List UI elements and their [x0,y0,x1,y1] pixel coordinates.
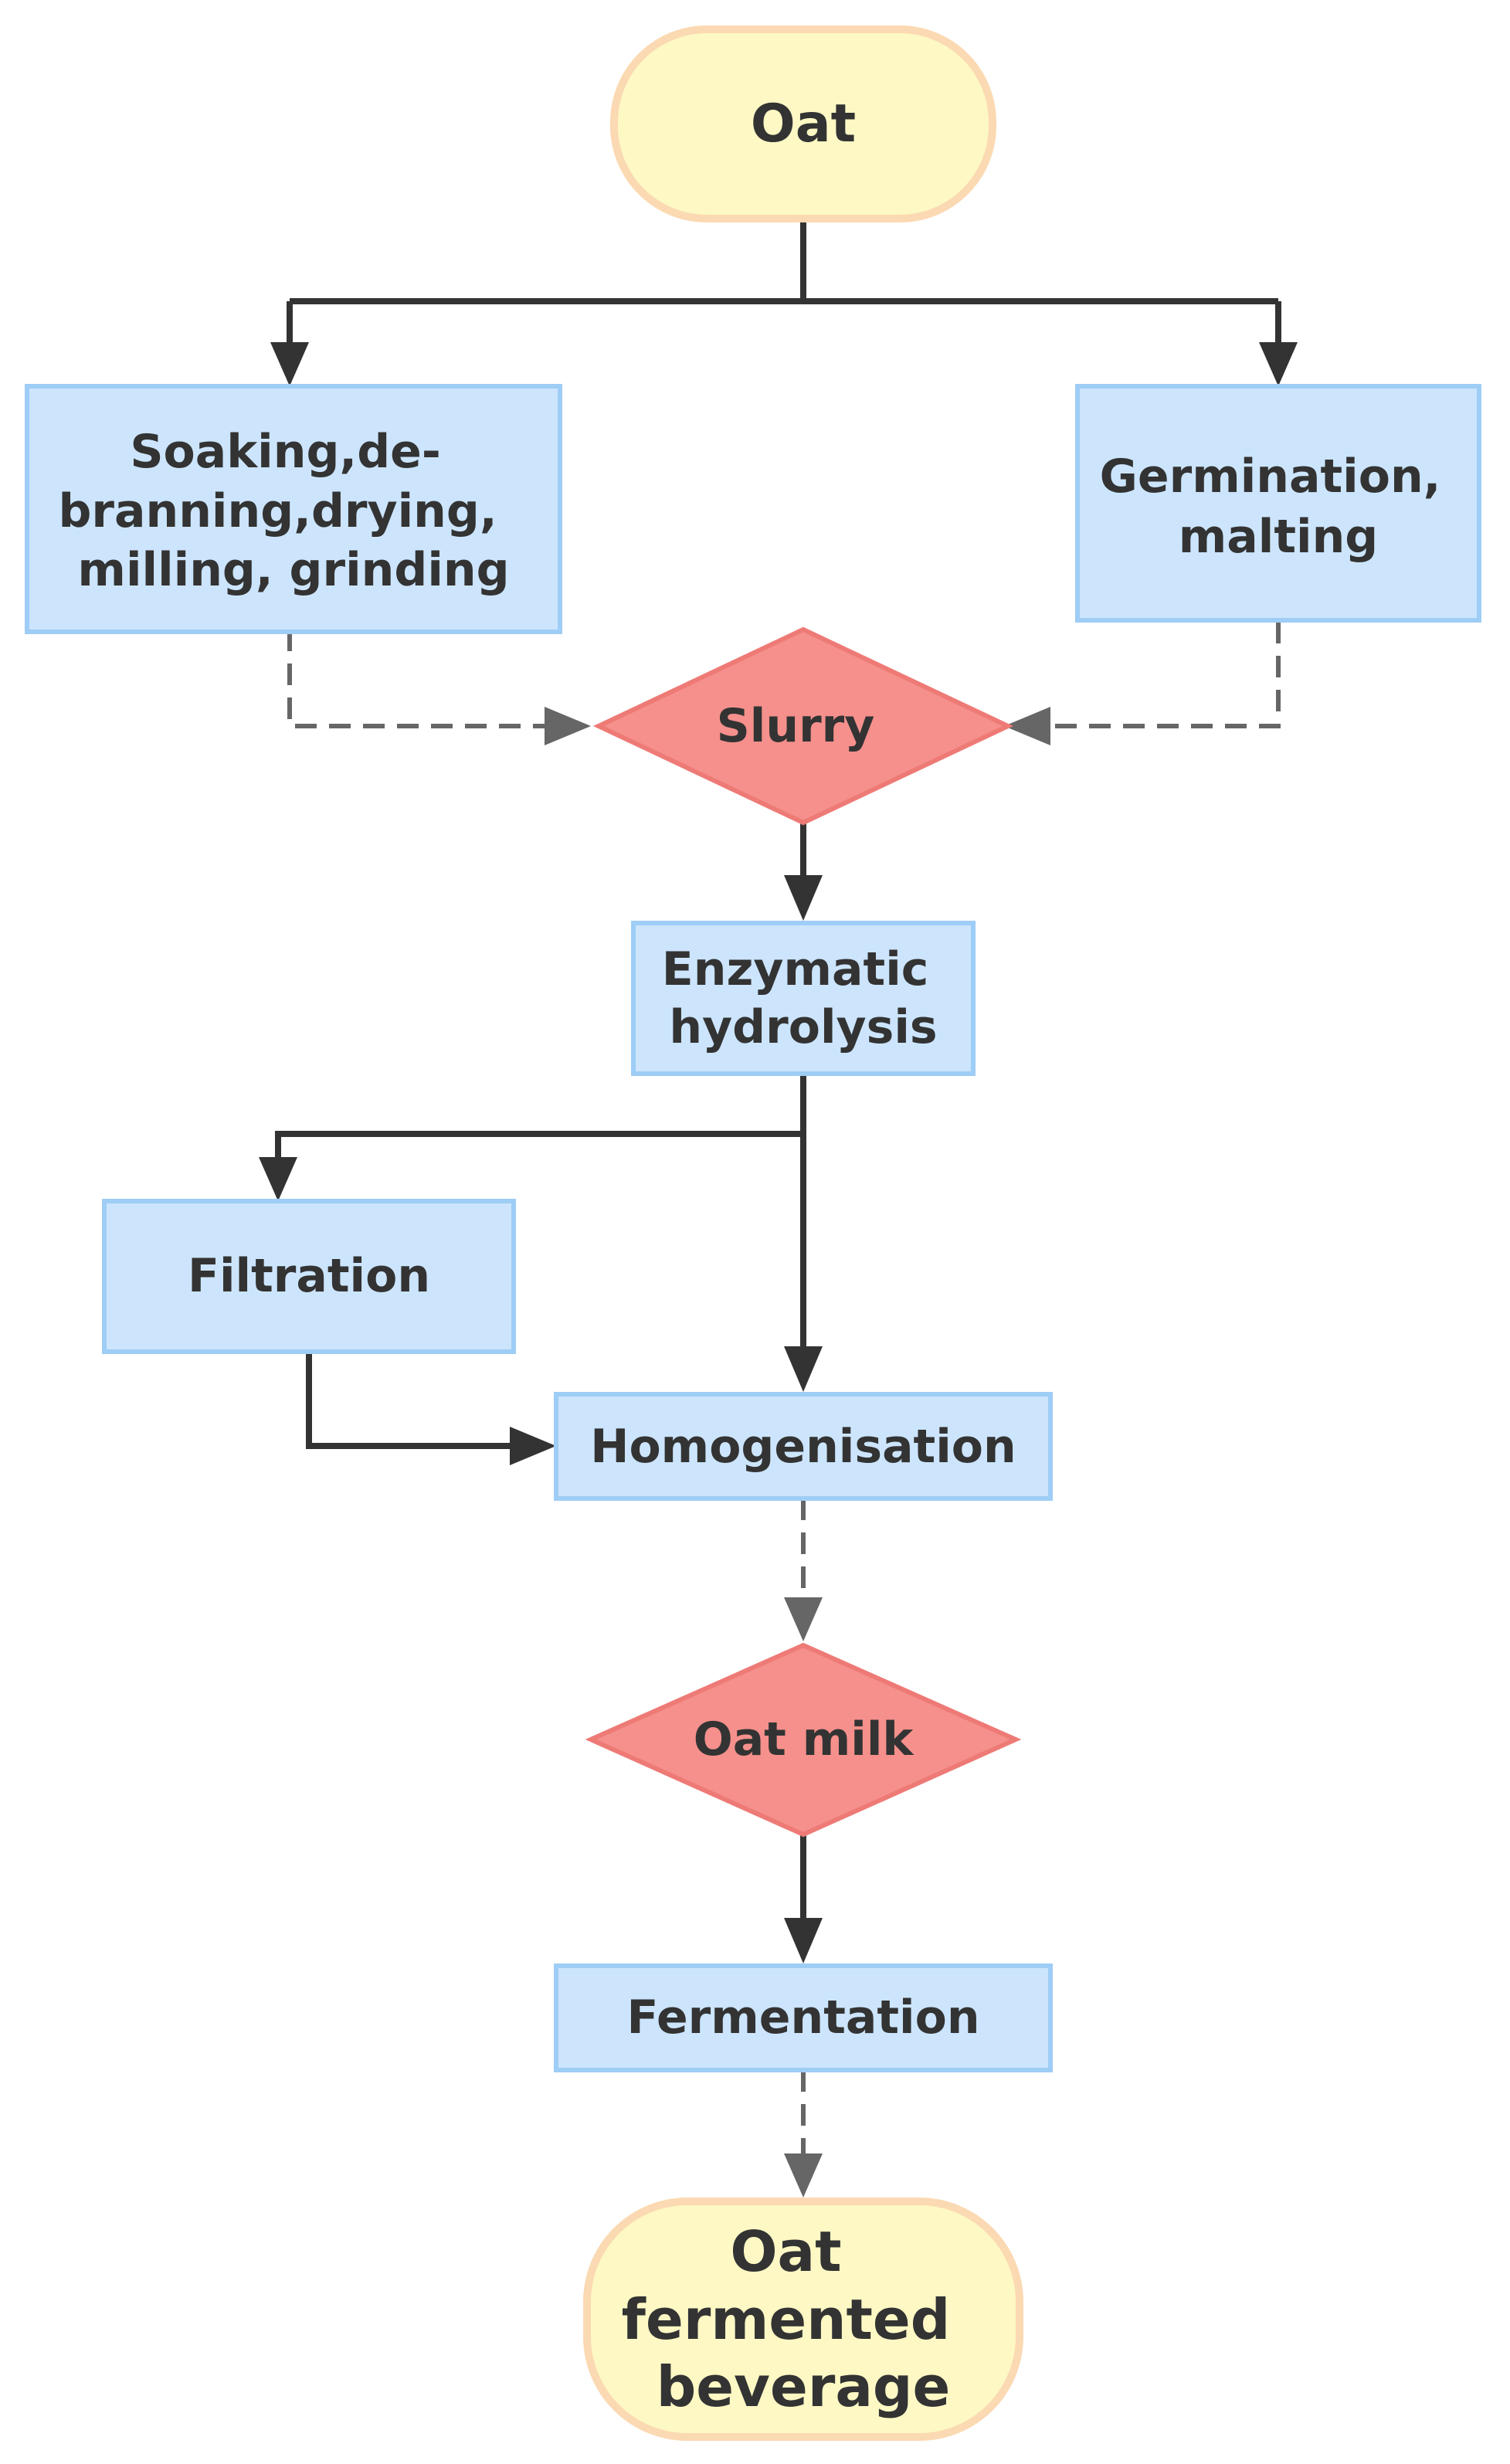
arrowhead-oatmilk-fermentation [784,1918,823,1963]
node-oat-line-1: Oat [751,93,856,154]
arrowhead-to-germination [1259,342,1298,386]
node-label: Germination, malting [1100,450,1457,564]
node-homogenisation-line-1: Homogenisation [590,1420,1016,1474]
process-shape [102,1199,516,1354]
arrowhead-to-homogenisation [784,1346,823,1392]
connector-filtration-homogenisation [306,1352,514,1449]
node-slurry-line-1: Slurry [717,699,875,753]
arrowhead-filtration-homogenisation [510,1427,556,1465]
node-oat-milk: Oat milk [585,1642,1022,1838]
node-label: Filtration [188,1249,430,1303]
arrowhead-to-filtration [259,1157,297,1201]
connector-enzymatic-filtration [275,1131,803,1159]
node-oat: Oat [610,25,996,222]
node-label: Enzymatic hydrolysis [662,942,945,1054]
arrowhead-to-soaking [270,342,309,386]
process-shape [1075,384,1481,623]
node-fermentation: Fermentation [554,1963,1053,2072]
decision-shape [585,1642,1022,1838]
decision-shape [592,626,1014,826]
terminal-shape [610,25,996,222]
node-label: Oat milk [694,1712,915,1767]
process-shape [25,384,562,634]
node-beverage-line-2: fermented [622,2287,951,2352]
node-beverage-line-1: Oat [730,2219,841,2284]
connector-soaking-slurry [287,630,548,728]
arrowhead-fermentation-beverage [784,2153,823,2198]
node-label: Fermentation [626,1991,979,2045]
node-beverage-line-3: beverage [657,2354,951,2419]
node-enzymatic-hydrolysis: Enzymatic hydrolysis [631,921,976,1076]
node-fermentation-line-1: Fermentation [626,1991,979,2045]
node-germination-line-2: malting [1179,510,1379,564]
node-label: Soaking,de- branning,drying, milling, gr… [58,425,513,597]
node-homogenisation: Homogenisation [554,1392,1053,1501]
arrowhead-soaking-slurry [545,707,591,745]
node-enzymatic-line-2: hydrolysis [669,1000,937,1054]
node-slurry: Slurry [592,626,1014,826]
connectors [259,220,1298,2198]
node-germination-line-1: Germination, [1100,450,1441,504]
node-filtration-line-1: Filtration [188,1249,430,1303]
node-soaking-line-1: Soaking,de- [130,425,440,479]
node-germination: Germination, malting [1075,384,1481,623]
process-shape [554,1392,1053,1501]
arrowhead-germination-slurry [1004,707,1050,745]
arrowhead-slurry-enzymatic [784,875,823,921]
arrowhead-homogenisation-oatmilk [784,1597,823,1641]
node-label: Homogenisation [590,1420,1016,1474]
process-shape [554,1963,1053,2072]
connector-germination-slurry [1047,622,1281,728]
node-soaking: Soaking,de- branning,drying, milling, gr… [25,384,562,634]
node-soaking-line-2: branning,drying, [58,484,497,538]
node-oat-milk-line-1: Oat milk [694,1712,915,1767]
node-label: Oat [751,93,856,154]
node-label: Oat fermented beverage [622,2219,970,2419]
process-shape [631,921,976,1076]
node-enzymatic-line-1: Enzymatic [662,942,929,996]
node-soaking-line-3: milling, grinding [77,543,509,597]
node-oat-fermented-beverage: Oat fermented beverage [583,2198,1023,2441]
terminal-shape [583,2198,1023,2441]
node-filtration: Filtration [102,1199,516,1354]
node-label: Slurry [717,699,875,753]
